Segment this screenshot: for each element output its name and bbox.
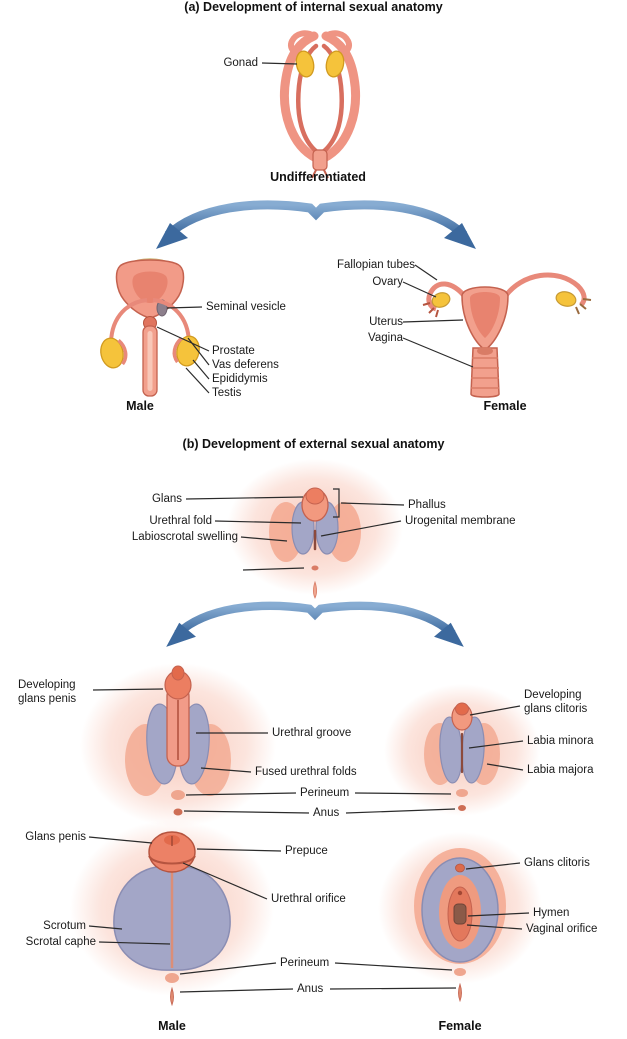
label-uterus: Uterus — [369, 316, 403, 328]
label-urethral-orifice: Urethral orifice — [271, 893, 346, 905]
label-epididymis: Epididymis — [212, 373, 268, 385]
caption-female-external: Female — [438, 1019, 482, 1033]
label-urethral-fold: Urethral fold — [149, 515, 212, 527]
label-prepuce: Prepuce — [285, 845, 328, 857]
label-urogenital-membrane: Urogenital membrane — [405, 515, 516, 527]
label-seminal-vesicle: Seminal vesicle — [206, 301, 286, 313]
mature-female-external-figure — [378, 832, 542, 1003]
split-arrow-bottom-icon — [166, 606, 464, 647]
label-vaginal-orifice: Vaginal orifice — [526, 923, 598, 935]
split-arrow-top-icon — [156, 205, 476, 249]
label-prostate: Prostate — [212, 345, 255, 357]
label-scrotum: Scrotum — [43, 920, 86, 932]
label-glans: Glans — [151, 493, 182, 505]
label-scrotal-raphe: Scrotal caphe — [25, 936, 96, 948]
developing-male-external-figure — [80, 663, 276, 827]
label-testis: Testis — [212, 387, 242, 399]
label-developing-glans-clitoris: Developing glans clitoris — [524, 689, 588, 716]
label-glans-penis: Glans penis — [25, 831, 86, 843]
female-internal-figure — [422, 272, 592, 398]
label-ovary: Ovary — [372, 276, 403, 288]
label-fused-urethral-folds: Fused urethral folds — [255, 766, 357, 778]
label-labia-majora: Labia majora — [527, 764, 594, 776]
label-vas-deferens: Vas deferens — [212, 359, 279, 371]
caption-male-external: Male — [158, 1019, 186, 1033]
caption-undifferentiated: Undifferentiated — [270, 170, 366, 184]
caption-male-internal: Male — [126, 399, 154, 413]
section-b-title: (b) Development of external sexual anato… — [182, 437, 445, 451]
label-perineum-mature: Perineum — [280, 957, 330, 969]
label-urethral-groove: Urethral groove — [272, 727, 352, 739]
label-gonad: Gonad — [223, 57, 258, 69]
label-anus-mature: Anus — [297, 983, 324, 995]
label-labia-minora: Labia minora — [527, 735, 594, 747]
label-vagina: Vagina — [368, 332, 403, 344]
male-internal-figure — [100, 258, 200, 397]
label-glans-clitoris: Glans clitoris — [524, 857, 590, 869]
undifferentiated-internal-figure — [280, 30, 360, 179]
section-a-title: (a) Development of internal sexual anato… — [184, 0, 443, 14]
undifferentiated-external-figure — [227, 459, 403, 599]
label-hymen: Hymen — [533, 907, 570, 919]
label-developing-glans-penis: Developing glans penis — [18, 679, 77, 706]
label-fallopian-tubes: Fallopian tubes — [337, 259, 415, 271]
label-phallus: Phallus — [408, 499, 446, 511]
label-perineum-developing: Perineum — [300, 787, 350, 799]
mature-male-external-figure — [70, 820, 274, 1007]
developing-female-external-figure — [384, 684, 540, 816]
leader-lines — [88, 62, 530, 993]
label-labioscrotal-swelling: Labioscrotal swelling — [131, 531, 238, 543]
caption-female-internal: Female — [483, 399, 527, 413]
label-anus-developing: Anus — [313, 807, 340, 819]
